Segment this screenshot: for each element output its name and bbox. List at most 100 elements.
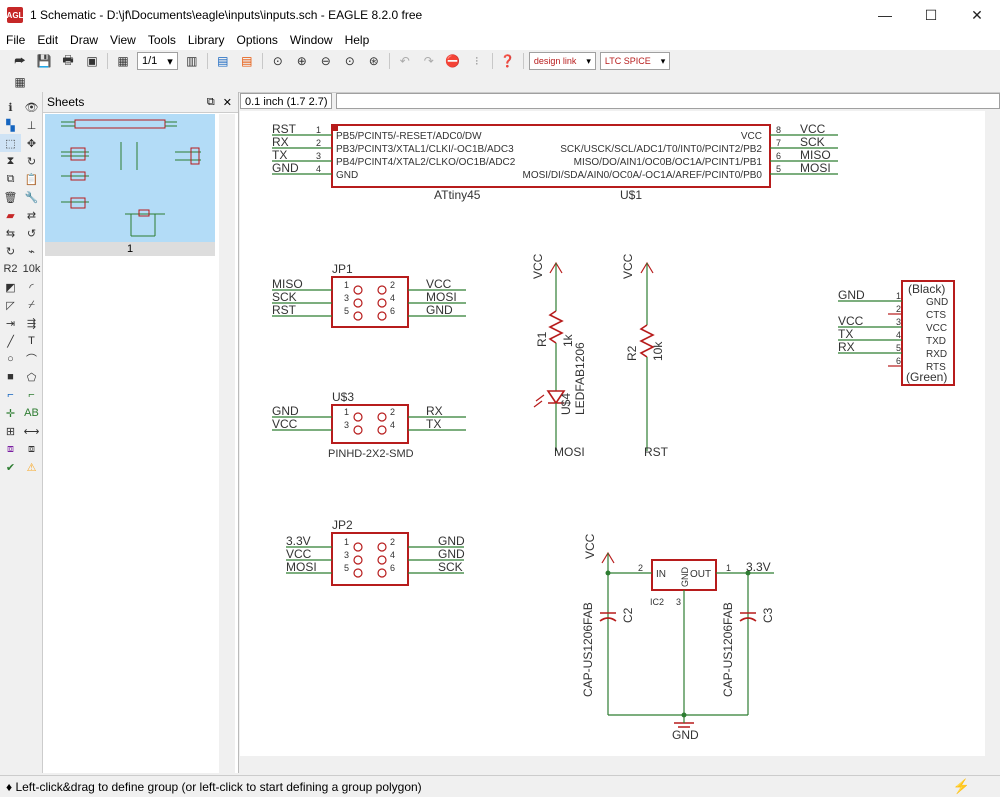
gate-swap-icon[interactable]: ⇄ [26, 209, 37, 222]
c3-plates[interactable] [739, 612, 757, 622]
menu-library[interactable]: Library [187, 33, 225, 47]
mcu-body[interactable] [331, 124, 771, 188]
zoom-redraw-icon[interactable]: ⊛ [368, 54, 379, 68]
toolbar-separator [107, 53, 108, 69]
net-icon[interactable]: ⌐ [7, 389, 14, 401]
zoom-in-icon[interactable]: ⊕ [296, 54, 307, 68]
board-switch-icon[interactable]: ▦ [117, 54, 129, 68]
smash-icon[interactable]: ◩ [5, 281, 16, 294]
menu-options[interactable]: Options [236, 33, 278, 47]
menu-help[interactable]: Help [344, 33, 370, 47]
rotate-icon[interactable]: ↻ [26, 155, 37, 168]
paste-icon[interactable]: 📋 [24, 173, 39, 186]
polygon-icon[interactable]: ⬠ [26, 371, 37, 384]
redo-icon[interactable]: ↷ [423, 54, 434, 68]
change-icon[interactable]: ↻ [5, 245, 16, 258]
stop-icon[interactable]: ⛔ [445, 54, 461, 68]
arc-icon[interactable]: ⌒ [26, 354, 37, 366]
move-icon[interactable]: ✥ [26, 137, 37, 150]
delete-icon[interactable]: 🗑 [3, 191, 18, 204]
menu-tools[interactable]: Tools [147, 33, 176, 47]
go-icon[interactable]: ⁝ [474, 54, 479, 68]
copy-icon[interactable]: ⧉ [6, 172, 15, 185]
zoom-fit-icon[interactable]: ⊙ [272, 54, 283, 68]
warning-icon[interactable]: ⚠ [26, 461, 37, 474]
design-link-button[interactable]: design link▾ [528, 52, 596, 70]
r1-zigzag[interactable] [548, 310, 564, 344]
menu-view[interactable]: View [110, 33, 136, 47]
script-icon[interactable]: ▤ [217, 54, 229, 68]
arrange-icon[interactable]: ⇶ [26, 317, 37, 330]
zoom-select-icon[interactable]: ⊙ [344, 54, 355, 68]
optimize-icon[interactable]: ⌿ [28, 298, 35, 311]
float-icon[interactable]: ⧉ [206, 95, 215, 108]
menu-edit[interactable]: Edit [37, 33, 59, 47]
gnd-symbol[interactable] [674, 722, 694, 728]
replace-icon[interactable]: ▰ [6, 209, 15, 222]
module-icon[interactable]: ⧈ [28, 442, 35, 455]
jp2-body[interactable] [331, 532, 409, 586]
open-icon[interactable]: ⮫ [14, 53, 26, 68]
label-icon[interactable]: AB [24, 407, 39, 419]
junction-icon[interactable]: ✛ [5, 407, 16, 420]
close-panel-icon[interactable]: ✕ [222, 96, 232, 109]
vertical-scrollbar[interactable] [985, 111, 1000, 756]
invoke-icon[interactable]: ↺ [26, 227, 37, 240]
dimension-icon[interactable]: ⟷ [23, 425, 40, 438]
bus-icon[interactable]: ⌐ [28, 389, 35, 401]
jp1-net: RST [272, 303, 297, 317]
command-input[interactable] [336, 93, 1000, 109]
info-icon[interactable]: ℹ [8, 101, 13, 114]
r2-zigzag[interactable] [639, 324, 655, 358]
circle-icon[interactable]: ○ [7, 353, 14, 365]
zoom-out-icon[interactable]: ⊖ [320, 54, 331, 68]
save-icon[interactable]: 💾 [36, 54, 52, 68]
mcu-net-mosi: MOSI [800, 161, 831, 175]
undo-icon[interactable]: ↶ [399, 54, 410, 68]
print-icon[interactable]: 🖶 [62, 52, 74, 67]
maximize-icon[interactable]: ☐ [924, 6, 938, 23]
grid-icon[interactable]: ▦ [14, 75, 26, 89]
split-wire-icon[interactable]: ◸ [6, 299, 15, 312]
show-icon[interactable]: 👁 [24, 101, 39, 114]
jp1-body[interactable] [331, 276, 409, 328]
close-icon[interactable]: ✕ [971, 6, 983, 23]
rectangle-icon[interactable]: ■ [7, 371, 14, 383]
optimize-wires-icon[interactable]: ⇥ [5, 317, 16, 330]
menu-file[interactable]: File [6, 33, 26, 47]
sheets-icon[interactable]: ▥ [186, 54, 198, 68]
ulp-icon[interactable]: ▤ [241, 54, 253, 68]
u3-body[interactable] [331, 404, 409, 444]
sheet-thumbnail[interactable] [45, 114, 215, 242]
layer-icon[interactable]: ▚ [6, 119, 15, 132]
mark-icon[interactable]: ⊥ [26, 119, 37, 132]
minimize-icon[interactable]: — [878, 7, 892, 23]
sheets-scrollbar[interactable] [219, 114, 235, 773]
wrench-icon[interactable]: 🔧 [24, 191, 39, 204]
help-icon[interactable]: ❓ [500, 54, 516, 68]
schematic-drawing[interactable]: RST RX TX GND 1 2 3 4 PB5/PCINT5/-RESET/… [240, 111, 985, 756]
menu-window[interactable]: Window [289, 33, 333, 47]
mirror-icon[interactable]: ⧗ [6, 154, 15, 167]
miter-icon[interactable]: ◜ [29, 281, 34, 294]
horizontal-scrollbar[interactable] [240, 756, 985, 772]
pin-swap-icon[interactable]: ⇆ [5, 227, 16, 240]
lightning-icon[interactable]: ⚡ [952, 778, 970, 794]
split-icon[interactable]: ⌁ [28, 245, 35, 258]
menu-draw[interactable]: Draw [70, 33, 99, 47]
value-icon[interactable]: 10k [22, 263, 41, 275]
cam-icon[interactable]: ▣ [86, 54, 98, 68]
group-icon[interactable]: ⬚ [0, 134, 21, 152]
ltc-spice-button[interactable]: LTC SPICE▾ [599, 52, 671, 70]
c2-plates[interactable] [599, 612, 617, 622]
line-icon[interactable]: ╱ [7, 335, 14, 348]
ftdi-body[interactable] [901, 280, 955, 386]
erc-icon[interactable]: ✔ [5, 461, 16, 474]
mcu-pin-label: PB3/PCINT3/XTAL1/CLKI/-OC1B/ADC3 [336, 144, 514, 155]
attribute-icon[interactable]: ⊞ [5, 425, 16, 438]
schematic-canvas[interactable]: RST RX TX GND 1 2 3 4 PB5/PCINT5/-RESET/… [240, 111, 985, 756]
text-icon[interactable]: T [28, 335, 35, 347]
sheet-select[interactable]: 1/1▾ [137, 52, 178, 70]
name-icon[interactable]: R2 [3, 263, 18, 275]
frame-icon[interactable]: ⧈ [7, 442, 14, 455]
